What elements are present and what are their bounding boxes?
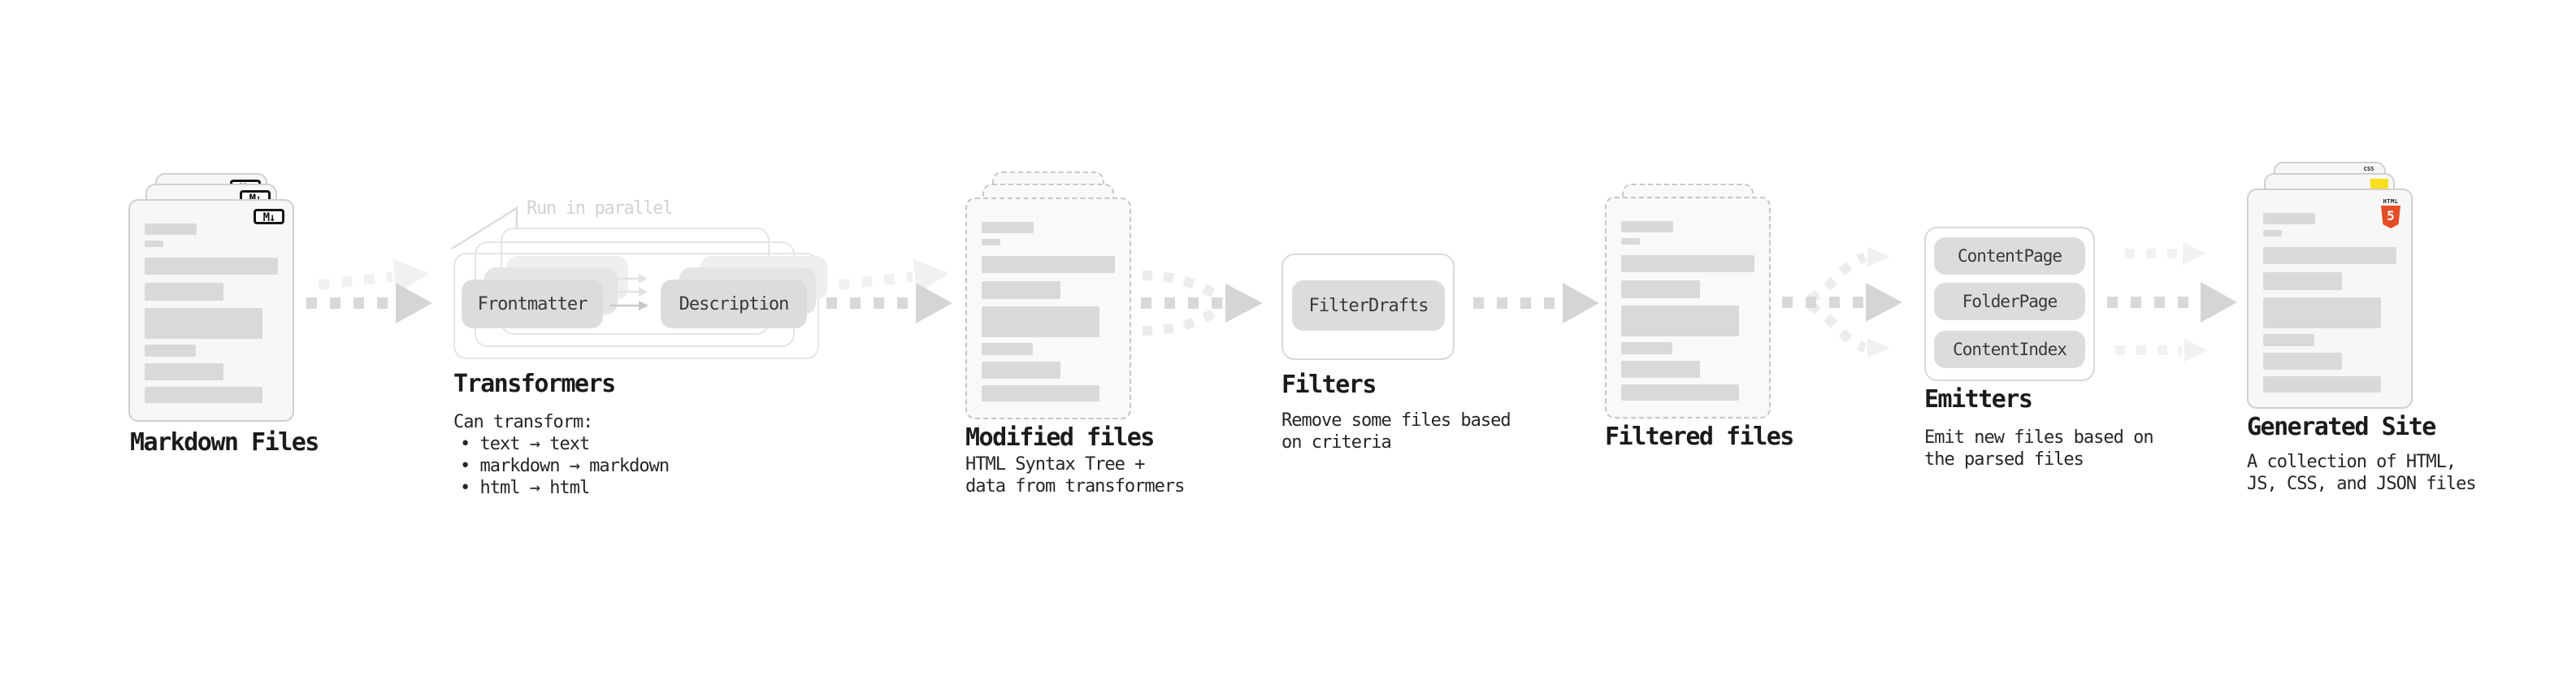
placeholder-line bbox=[145, 345, 196, 357]
arrow-transformers-to-modified bbox=[822, 250, 985, 348]
arrow-ghost-icon bbox=[838, 258, 949, 295]
generated-site-stack: CSS HTML 5 bbox=[2247, 162, 2413, 410]
bullet-item: • markdown → markdown bbox=[460, 456, 670, 476]
generated-site-caption: A collection of HTML, JS, CSS, and JSON … bbox=[2247, 451, 2477, 495]
placeholder-line bbox=[1621, 384, 1739, 401]
placeholder-line bbox=[1621, 280, 1700, 298]
caption-line: A collection of HTML, bbox=[2247, 452, 2457, 472]
file-card-html: HTML 5 bbox=[2247, 189, 2413, 409]
filters-title: Filters bbox=[1281, 371, 1377, 399]
annotation-leader-line bbox=[451, 206, 518, 250]
placeholder-line bbox=[145, 241, 163, 247]
caption-line: Emit new files based on bbox=[1924, 427, 2154, 448]
emitter-contentindex-chip: ContentIndex bbox=[1934, 331, 2085, 368]
js-icon bbox=[2370, 179, 2388, 189]
placeholder-line bbox=[2263, 247, 2396, 264]
placeholder-line bbox=[2263, 213, 2315, 224]
transformer-description-chip: Description bbox=[661, 280, 807, 328]
placeholder-line bbox=[2263, 376, 2381, 393]
placeholder-line bbox=[982, 306, 1099, 337]
filtered-files-title: Filtered files bbox=[1605, 423, 1794, 451]
arrow-emitters-to-generated bbox=[2107, 242, 2237, 362]
caption-line: data from transformers bbox=[965, 476, 1185, 497]
markdown-files-stack: M↓ M↓ M↓ bbox=[128, 173, 294, 422]
placeholder-line bbox=[982, 385, 1099, 401]
parallel-panel-front bbox=[453, 253, 819, 359]
modified-files-caption: HTML Syntax Tree + data from transformer… bbox=[965, 453, 1185, 497]
arrow-markdown-to-transformers bbox=[302, 250, 465, 348]
parallel-arrows-icon bbox=[609, 274, 648, 310]
arrow-filters-to-filtered bbox=[1473, 283, 1599, 323]
emitters-title: Emitters bbox=[1924, 385, 2033, 414]
arrow-icon bbox=[826, 283, 952, 323]
placeholder-line bbox=[982, 343, 1033, 355]
file-card: M↓ bbox=[128, 199, 294, 422]
caption-line: Remove some files based bbox=[1281, 410, 1511, 431]
caption-line: on criteria bbox=[1281, 432, 1392, 453]
transformer-frontmatter-chip: Frontmatter bbox=[462, 280, 603, 328]
placeholder-line bbox=[1621, 342, 1672, 354]
placeholder-line bbox=[2263, 272, 2342, 290]
arrow-filtered-to-emitters bbox=[1782, 247, 1902, 358]
file-card-dashed bbox=[965, 197, 1131, 419]
file-card-dashed bbox=[1605, 197, 1771, 419]
placeholder-line bbox=[2263, 297, 2381, 328]
transformers-title: Transformers bbox=[453, 370, 616, 398]
arrow-icon bbox=[306, 283, 432, 323]
placeholder-line bbox=[145, 308, 262, 339]
placeholder-line bbox=[1621, 221, 1673, 232]
run-in-parallel-label: Run in parallel bbox=[527, 198, 673, 219]
arrow-ghost-icon bbox=[318, 258, 429, 295]
bullet-item: • html → html bbox=[460, 478, 590, 498]
modified-files-stack bbox=[965, 171, 1131, 420]
placeholder-line bbox=[1621, 255, 1754, 272]
placeholder-line bbox=[145, 387, 262, 403]
placeholder-line bbox=[982, 256, 1115, 273]
placeholder-line bbox=[982, 239, 1000, 245]
placeholder-line bbox=[145, 223, 197, 235]
placeholder-line bbox=[982, 362, 1060, 379]
modified-files-title: Modified files bbox=[965, 423, 1155, 452]
transformers-caption-heading: Can transform: bbox=[453, 412, 593, 432]
placeholder-line bbox=[2263, 353, 2342, 370]
placeholder-line bbox=[1621, 238, 1640, 245]
emitter-contentpage-chip: ContentPage bbox=[1934, 237, 2085, 275]
emitters-caption: Emit new files based on the parsed files bbox=[1924, 427, 2154, 471]
placeholder-line bbox=[145, 258, 278, 275]
filters-caption: Remove some files based on criteria bbox=[1281, 410, 1511, 453]
placeholder-line bbox=[145, 283, 223, 301]
arrow-modified-to-filters bbox=[1141, 271, 1263, 336]
emitter-folderpage-chip: FolderPage bbox=[1934, 283, 2085, 320]
placeholder-line bbox=[2263, 230, 2282, 236]
markdown-icon: M↓ bbox=[254, 209, 284, 224]
html5-icon: HTML 5 bbox=[2380, 198, 2401, 228]
placeholder-line bbox=[2263, 334, 2314, 346]
placeholder-line bbox=[1621, 306, 1739, 336]
placeholder-line bbox=[145, 363, 223, 380]
generated-site-title: Generated Site bbox=[2247, 413, 2436, 441]
placeholder-line bbox=[982, 222, 1034, 233]
bullet-item: • text → text bbox=[460, 434, 590, 454]
caption-line: JS, CSS, and JSON files bbox=[2247, 474, 2477, 494]
markdown-files-title: Markdown Files bbox=[130, 428, 319, 457]
transformers-bullet-list: • text → text • markdown → markdown • ht… bbox=[460, 433, 670, 499]
caption-line: the parsed files bbox=[1924, 449, 2084, 470]
filtered-files-stack bbox=[1605, 184, 1771, 432]
filter-drafts-chip: FilterDrafts bbox=[1292, 280, 1445, 331]
placeholder-line bbox=[1621, 361, 1700, 378]
caption-line: HTML Syntax Tree + bbox=[965, 454, 1145, 475]
placeholder-line bbox=[982, 281, 1060, 299]
